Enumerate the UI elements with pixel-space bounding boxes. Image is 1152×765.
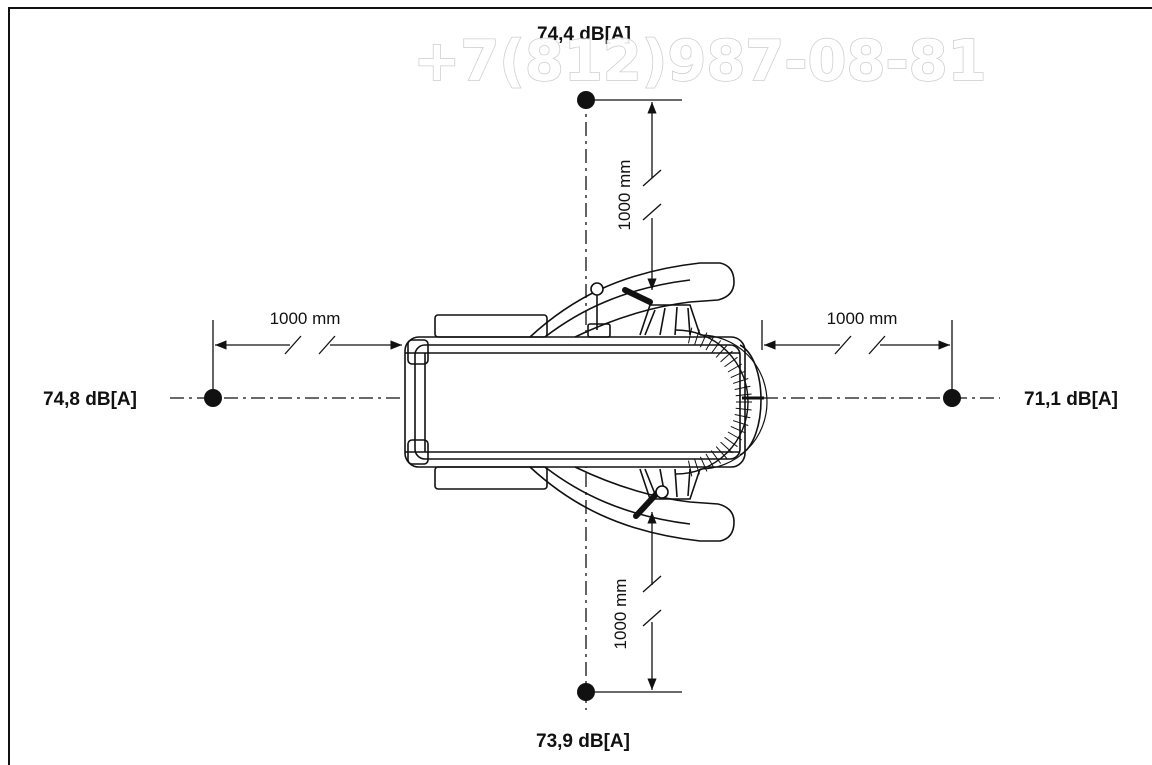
dimension-right <box>761 320 953 390</box>
cutter-disc-ribs <box>687 327 752 477</box>
disc-rib <box>735 407 752 411</box>
measurement-label-right: 71,1 dB[A] <box>1024 389 1118 410</box>
measurement-point-left <box>204 389 222 407</box>
measurement-label-left: 74,8 dB[A] <box>43 389 137 410</box>
disc-rib <box>699 456 708 472</box>
disc-rib <box>720 350 733 363</box>
dimension-label-bottom: 1000 mm <box>611 579 630 650</box>
disc-rib <box>705 453 715 469</box>
dimension-bottom <box>595 512 682 693</box>
phone-watermark: +7(812)987-08-81 <box>413 29 986 94</box>
disc-rib <box>724 356 738 368</box>
disc-rib <box>687 460 693 477</box>
measurement-point-bottom <box>577 683 595 701</box>
disc-rib <box>699 332 708 348</box>
dimension-left <box>212 320 402 390</box>
dimension-top <box>595 99 682 290</box>
disc-rib <box>710 340 722 354</box>
disc-rib <box>710 450 722 464</box>
measurement-label-bottom: 73,9 dB[A] <box>536 731 630 752</box>
dimension-label-left: 1000 mm <box>270 309 341 328</box>
disc-rib <box>730 370 746 379</box>
measurement-label-top: 74,4 dB[A] <box>537 24 631 45</box>
measurement-point-top <box>577 91 595 109</box>
dimension-label-right: 1000 mm <box>827 309 898 328</box>
disc-rib <box>730 425 746 434</box>
disc-rib <box>727 431 743 441</box>
disc-rib <box>734 413 751 419</box>
disc-rib <box>735 393 752 397</box>
dimension-label-top: 1000 mm <box>615 160 634 231</box>
machine-top-view <box>404 262 768 542</box>
disc-rib <box>727 363 743 373</box>
disc-rib <box>687 327 693 344</box>
disc-rib <box>715 446 728 459</box>
disc-rib <box>734 385 751 391</box>
disc-rib <box>732 420 749 426</box>
disc-rib <box>694 329 700 346</box>
measurement-point-right <box>943 389 961 407</box>
disc-rib <box>694 458 700 475</box>
diagram-frame <box>8 7 1152 765</box>
disc-rib <box>715 345 728 358</box>
disc-rib <box>720 441 733 454</box>
disc-rib <box>732 378 749 384</box>
disc-rib <box>705 335 715 351</box>
disc-rib <box>724 436 738 448</box>
